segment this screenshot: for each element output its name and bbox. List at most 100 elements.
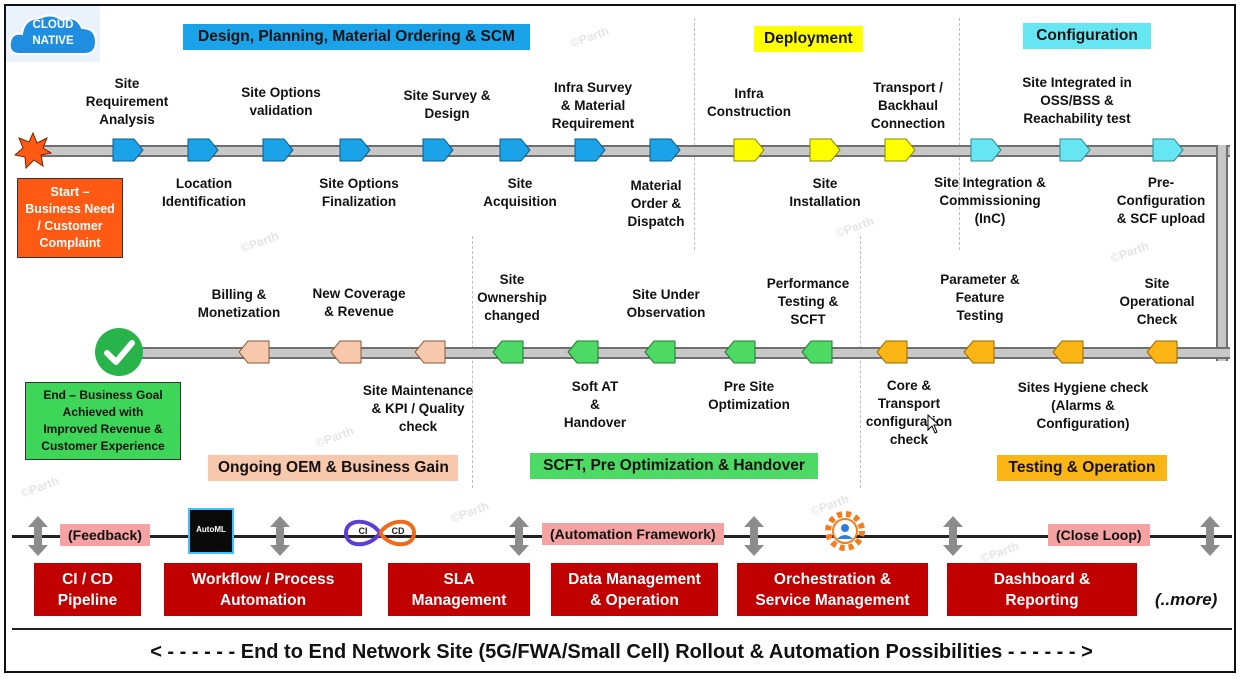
phase-configuration: Configuration <box>1023 23 1151 49</box>
phase-testing: Testing & Operation <box>997 455 1167 481</box>
cloud-native-logo: CLOUD NATIVE <box>6 6 100 62</box>
step-chevron <box>963 340 995 364</box>
top-track <box>36 145 1230 157</box>
start-line4: Complaint <box>39 236 101 250</box>
step-chevron <box>187 138 219 162</box>
dashboard-reporting-box: Dashboard &Reporting <box>947 563 1137 616</box>
check-circle-icon <box>94 327 144 377</box>
step-chevron <box>733 138 765 162</box>
start-line2: Business Need <box>25 202 115 216</box>
phase-scft: SCFT, Pre Optimization & Handover <box>530 453 818 479</box>
gear-icon <box>822 508 868 554</box>
step-chevron <box>644 340 676 364</box>
step-chevron <box>1059 138 1091 162</box>
step-chevron <box>1152 138 1184 162</box>
end-line2: Achieved with <box>62 405 144 419</box>
close-loop-label: (Close Loop) <box>1048 524 1150 546</box>
diagram-frame <box>4 4 1236 673</box>
step-chevron <box>724 340 756 364</box>
separator-scft-testing <box>860 236 861 488</box>
phase-ongoing: Ongoing OEM & Business Gain <box>208 455 458 481</box>
logo-line2: NATIVE <box>32 35 74 47</box>
mouse-cursor-icon <box>927 413 941 439</box>
feedback-label: (Feedback) <box>60 524 150 546</box>
step-chevron <box>649 138 681 162</box>
separator-design-deploy <box>694 18 695 250</box>
step-chevron <box>238 340 270 364</box>
separator-deploy-config <box>959 18 960 250</box>
step-chevron <box>330 340 362 364</box>
footer-separator <box>12 628 1232 630</box>
end-line4: Customer Experience <box>41 439 165 453</box>
step-soft-at-handover: Soft AT&Handover <box>563 379 627 430</box>
logo-line1: CLOUD <box>32 19 74 31</box>
step-chevron <box>876 340 908 364</box>
double-arrow-icon <box>269 516 291 556</box>
step-chevron <box>567 340 599 364</box>
orchestration-box: Orchestration &Service Management <box>737 563 928 616</box>
step-chevron <box>970 138 1002 162</box>
start-line3: / Customer <box>37 219 103 233</box>
separator-ongoing-scft <box>472 236 473 488</box>
step-chevron <box>492 340 524 364</box>
step-chevron <box>884 138 916 162</box>
more-label: (..more) <box>1155 590 1218 609</box>
step-chevron <box>809 138 841 162</box>
bottom-track <box>140 347 1230 359</box>
automl-icon: AutoML <box>188 508 234 554</box>
step-chevron <box>801 340 833 364</box>
step-pre-configuration: Pre-Configuration& SCF upload <box>1116 175 1206 226</box>
ci-label: CI <box>358 526 368 536</box>
phase-design: Design, Planning, Material Ordering & SC… <box>183 24 530 50</box>
cd-label: CD <box>391 526 405 536</box>
step-chevron <box>262 138 294 162</box>
double-arrow-icon <box>508 516 530 556</box>
start-line1: Start – <box>50 185 90 199</box>
step-chevron <box>574 138 606 162</box>
step-site-integration-commissioning: Site Integration &Commissioning(InC) <box>934 175 1046 226</box>
step-billing-monetization: Billing &Monetization <box>197 287 281 320</box>
automation-framework-label: (Automation Framework) <box>542 523 724 545</box>
end-box: End – Business Goal Achieved with Improv… <box>25 382 181 460</box>
start-star-icon <box>13 131 53 170</box>
step-chevron <box>1146 340 1178 364</box>
end-line3: Improved Revenue & <box>43 422 163 436</box>
footer-title: < - - - - - - End to End Network Site (5… <box>150 641 1093 663</box>
step-sites-hygiene-check: Sites Hygiene check(Alarms &Configuratio… <box>1017 380 1149 431</box>
end-line1: End – Business Goal <box>43 388 163 402</box>
step-chevron <box>339 138 371 162</box>
step-chevron <box>1052 340 1084 364</box>
double-arrow-icon <box>743 516 765 556</box>
automl-label: AutoML <box>196 525 226 534</box>
double-arrow-icon <box>1199 516 1221 556</box>
step-site-survey-design: Site Survey &Design <box>403 88 491 121</box>
double-arrow-icon <box>942 516 964 556</box>
track-connector <box>1216 145 1228 361</box>
step-new-coverage-revenue: New Coverage& Revenue <box>312 286 406 319</box>
data-management-box: Data Management& Operation <box>551 563 718 616</box>
step-chevron <box>414 340 446 364</box>
step-chevron <box>499 138 531 162</box>
phase-deployment: Deployment <box>754 26 863 52</box>
ci-cd-infinity-icon: CI CD <box>340 512 420 554</box>
